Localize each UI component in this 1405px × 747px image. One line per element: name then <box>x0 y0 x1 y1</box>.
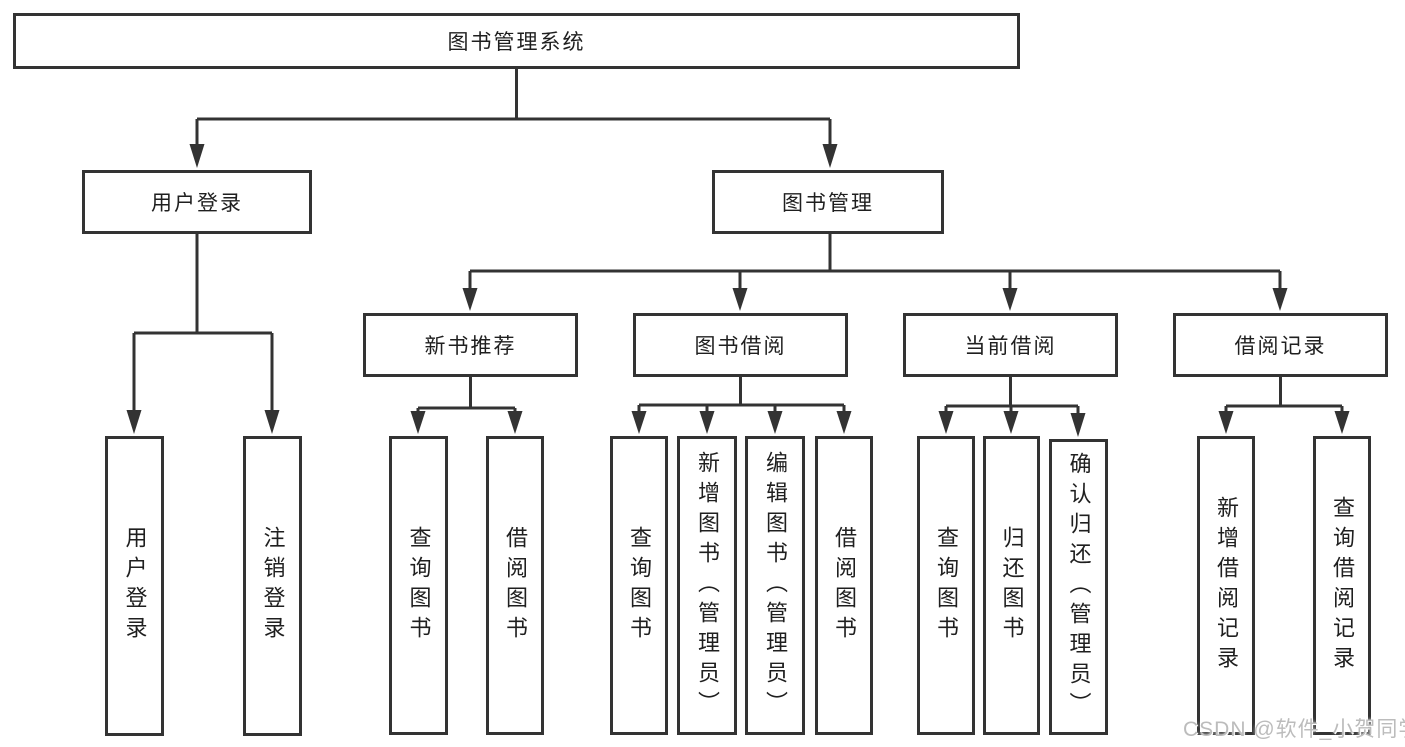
connector-book-borrow-children <box>631 377 852 434</box>
connector-user-login-children <box>126 234 280 434</box>
leaf-br-add-record: 新增借阅记录 <box>1197 436 1255 735</box>
leaf-nbr-query-books-label: 查询图书 <box>406 525 432 646</box>
node-book-management-label: 图书管理 <box>782 192 874 215</box>
node-book-borrow: 图书借阅 <box>633 313 848 377</box>
node-new-book-recommend: 新书推荐 <box>363 313 578 377</box>
leaf-bb-edit-books-admin-label: 编辑图书（管理员） <box>763 450 788 721</box>
node-current-borrow: 当前借阅 <box>903 313 1118 377</box>
leaf-bb-add-books-admin: 新增图书（管理员） <box>677 436 737 735</box>
leaf-cb-query-books-label: 查询图书 <box>934 525 959 646</box>
leaf-bb-query-books: 查询图书 <box>610 436 668 735</box>
leaf-bb-borrow-books: 借阅图书 <box>815 436 873 735</box>
node-current-borrow-label: 当前借阅 <box>964 335 1057 358</box>
node-book-management: 图书管理 <box>712 170 944 234</box>
connector-current-borrow-children <box>938 377 1086 437</box>
leaf-cb-confirm-return-admin-label: 确认归还（管理员） <box>1066 452 1092 722</box>
connector-root-to-level2 <box>189 68 838 168</box>
connector-book-management-children <box>462 234 1288 311</box>
node-root: 图书管理系统 <box>13 13 1020 69</box>
node-borrow-records-label: 借阅记录 <box>1234 335 1327 358</box>
leaf-logout: 注销登录 <box>243 436 302 736</box>
csdn-watermark: CSDN @软件_小贺同学 <box>1183 718 1405 741</box>
leaf-cb-query-books: 查询图书 <box>917 436 975 735</box>
leaf-br-query-record: 查询借阅记录 <box>1313 436 1371 735</box>
leaf-nbr-query-books: 查询图书 <box>389 436 448 735</box>
node-new-book-recommend-label: 新书推荐 <box>424 335 517 358</box>
leaf-bb-borrow-books-label: 借阅图书 <box>832 525 857 646</box>
leaf-nbr-borrow-books: 借阅图书 <box>486 436 544 735</box>
leaf-bb-query-books-label: 查询图书 <box>627 525 652 646</box>
node-borrow-records: 借阅记录 <box>1173 313 1388 377</box>
leaf-logout-label: 注销登录 <box>260 526 286 646</box>
node-user-login: 用户登录 <box>82 170 312 234</box>
node-book-borrow-label: 图书借阅 <box>694 335 787 358</box>
leaf-cb-return-books-label: 归还图书 <box>999 525 1025 646</box>
leaf-br-query-record-label: 查询借阅记录 <box>1330 495 1355 676</box>
leaf-cb-confirm-return-admin: 确认归还（管理员） <box>1049 439 1108 735</box>
leaf-user-login-label: 用户登录 <box>122 526 148 646</box>
connector-borrow-records-children <box>1218 377 1350 434</box>
leaf-user-login: 用户登录 <box>105 436 164 736</box>
leaf-bb-edit-books-admin: 编辑图书（管理员） <box>745 436 805 735</box>
leaf-cb-return-books: 归还图书 <box>983 436 1040 735</box>
connector-new-book-recommend-children <box>410 377 523 434</box>
leaf-bb-add-books-admin-label: 新增图书（管理员） <box>695 450 720 721</box>
leaf-br-add-record-label: 新增借阅记录 <box>1214 495 1239 676</box>
node-user-login-label: 用户登录 <box>151 192 243 215</box>
leaf-nbr-borrow-books-label: 借阅图书 <box>503 525 528 646</box>
node-root-label: 图书管理系统 <box>447 31 586 54</box>
